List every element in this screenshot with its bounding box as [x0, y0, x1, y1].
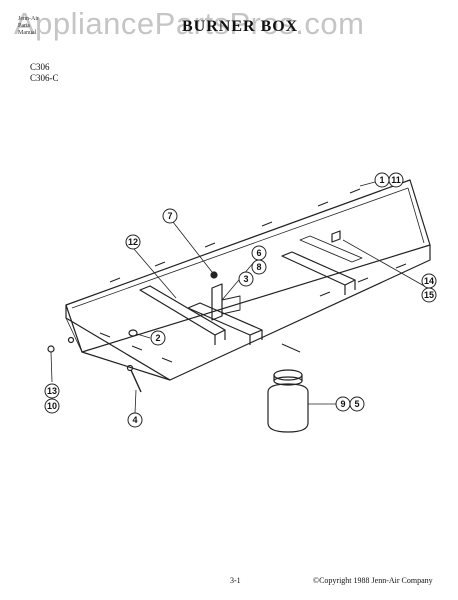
header-small-line: Jenn-Air: [18, 16, 39, 22]
callout-label: 14: [424, 276, 434, 286]
model-number: C306-C: [30, 73, 59, 83]
callout-label: 5: [354, 399, 359, 409]
callout-label: 10: [47, 401, 57, 411]
page-title: BURNER BOX: [182, 18, 299, 35]
callout-label: 2: [155, 333, 160, 343]
header-small-line: Parts: [18, 23, 30, 29]
header-small-line: Manual: [18, 30, 37, 36]
callout-label: 15: [424, 290, 434, 300]
callout-label: 7: [167, 211, 172, 221]
callout-label: 13: [47, 386, 57, 396]
callout-label: 1: [379, 175, 384, 185]
callout-label: 9: [340, 399, 345, 409]
callout-15: [421, 287, 437, 303]
callout-7: [162, 208, 178, 224]
callout-4: [127, 412, 143, 428]
burner-box-front-wall: [65, 245, 431, 381]
copyright-notice: ©Copyright 1988 Jenn-Air Company: [313, 576, 433, 585]
watermark: AppliancePartsPros.com: [14, 6, 365, 41]
burner-box-rim: [65, 179, 431, 353]
callout-label: 8: [256, 262, 261, 272]
bracket: [211, 283, 223, 321]
callout-label: 11: [391, 175, 401, 185]
page-number: 3-1: [230, 576, 241, 585]
callout-11: [388, 172, 404, 188]
screw: [130, 369, 142, 393]
model-number: C306: [30, 62, 50, 72]
callout-2: [150, 330, 166, 346]
callout-10: [44, 398, 60, 414]
model-list: C306 C306-C: [30, 62, 59, 84]
grease-jar: [267, 369, 309, 433]
callout-3: [238, 271, 254, 287]
baffle-right: [281, 251, 356, 286]
callout-5: [349, 396, 365, 412]
callout-label: 4: [132, 415, 137, 425]
callout-label: 6: [256, 248, 261, 258]
callout-label: 12: [128, 237, 138, 247]
callout-label: 3: [243, 274, 248, 284]
callout-12: [125, 234, 141, 250]
callout-8: [251, 259, 267, 275]
header-small-text: Jenn-Air Parts Manual: [18, 16, 58, 37]
callout-13: [44, 383, 60, 399]
